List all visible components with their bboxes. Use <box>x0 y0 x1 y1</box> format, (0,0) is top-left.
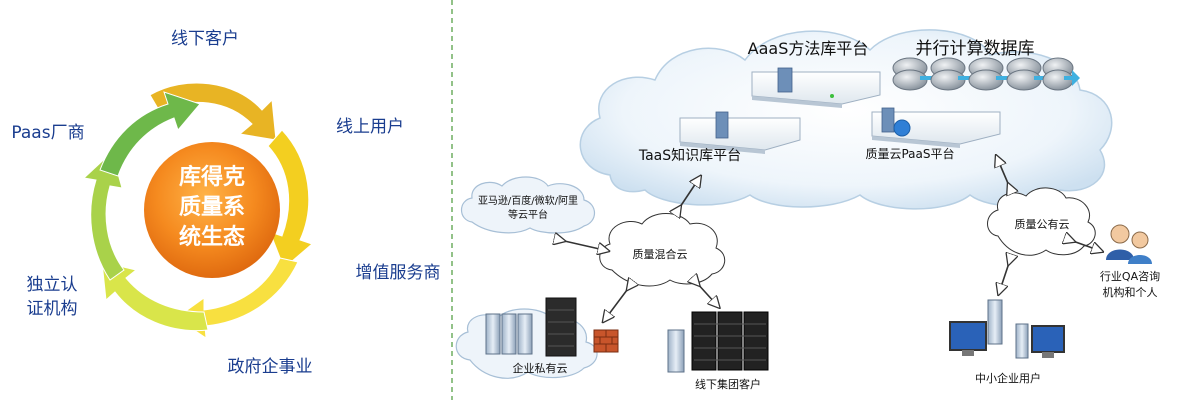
people-icon <box>1106 224 1152 264</box>
sme-computers <box>949 299 1065 359</box>
db-disk-4 <box>1006 57 1058 91</box>
label-offline-group: 线下集团客户 <box>695 377 761 391</box>
label-industry-line1: 行业QA咨询 <box>1100 269 1160 283</box>
label-paas: 质量云PaaS平台 <box>865 146 954 161</box>
arrow-hybrid-main <box>678 180 698 210</box>
label-provider-line1: 亚马逊/百度/微软/阿里 <box>478 194 578 207</box>
private-cloud-servers <box>485 297 619 357</box>
db-disk-5 <box>1042 57 1080 91</box>
connector-arrows <box>560 160 1098 318</box>
cloud-network: AaaS方法库平台 <box>455 29 1160 391</box>
group-tower <box>667 329 685 373</box>
label-online-users: 线上用户 <box>336 117 404 137</box>
center-line-3: 统生态 <box>179 224 245 250</box>
tower-server-1 <box>485 313 501 355</box>
label-public-cloud: 质量公有云 <box>1015 217 1070 231</box>
arrow-public-industry <box>1070 240 1098 250</box>
sme-tower <box>987 299 1003 345</box>
tower-server-3 <box>517 313 533 355</box>
group-rack-3 <box>743 311 769 371</box>
ecosystem-swirl: 库得克 质量系 统生态 线下客户 线上用户 增值服务商 政府企事业 独立认 证机… <box>11 29 440 377</box>
label-private-cloud: 企业私有云 <box>513 361 568 375</box>
arrow-public-sme <box>1000 260 1010 290</box>
arrow-hybrid-private <box>606 286 630 318</box>
provider-cloud <box>460 176 596 234</box>
label-industry-line2: 机构和个人 <box>1103 285 1158 299</box>
label-offline-customers: 线下客户 <box>171 29 239 49</box>
tower-server-2 <box>501 313 517 355</box>
offline-group-servers <box>667 311 769 373</box>
label-aaas: AaaS方法库平台 <box>748 39 869 58</box>
aaas-server <box>751 67 881 108</box>
label-paas-vendors: Paas厂商 <box>11 123 84 143</box>
label-gov-enterprise: 政府企事业 <box>228 357 313 377</box>
arrow-provider-hybrid <box>560 240 604 250</box>
arrow-hybrid-group <box>696 282 716 304</box>
rack-server <box>545 297 577 357</box>
label-cert-line1: 独立认 <box>27 275 78 295</box>
paas-server <box>871 107 1001 148</box>
label-hybrid-cloud: 质量混合云 <box>633 247 688 261</box>
sme-monitor-2 <box>1031 325 1065 353</box>
label-provider-line2: 等云平台 <box>508 208 548 221</box>
firewall-icon <box>593 329 619 353</box>
label-taas: TaaS知识库平台 <box>638 147 741 164</box>
taas-server <box>679 111 801 154</box>
group-rack-2 <box>717 311 743 371</box>
sme-monitor-1 <box>949 321 987 351</box>
label-cert-line2: 证机构 <box>27 299 78 319</box>
center-line-2: 质量系 <box>179 195 245 220</box>
label-sme-users: 中小企业用户 <box>975 371 1041 385</box>
ecosystem-center-circle <box>144 142 280 278</box>
center-line-1: 库得克 <box>179 164 245 190</box>
swirl-arrow-6 <box>99 91 201 177</box>
arrow-public-main <box>998 160 1010 188</box>
label-value-added: 增值服务商 <box>356 263 441 283</box>
label-parallel-db: 并行计算数据库 <box>916 39 1035 59</box>
sme-tower-2 <box>1015 323 1029 359</box>
parallel-db-disks <box>892 57 1080 91</box>
group-rack-1 <box>691 311 717 371</box>
